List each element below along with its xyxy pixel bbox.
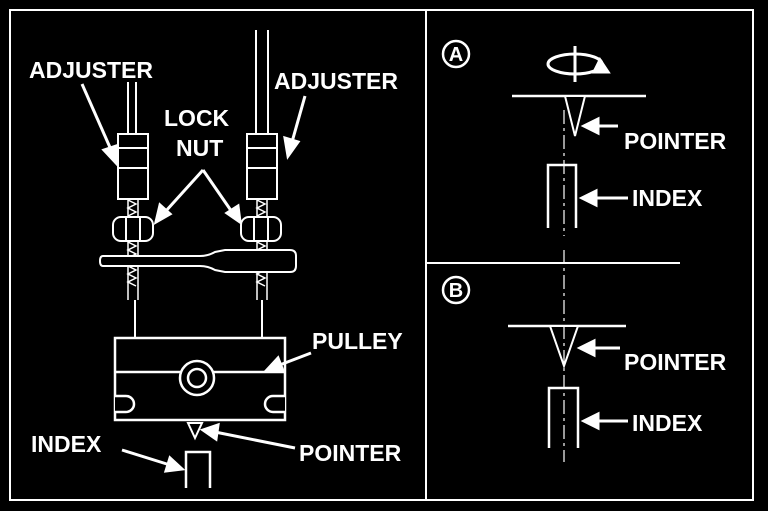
right-adjuster-sleeve	[246, 133, 278, 200]
pointer-a-label: POINTER	[624, 128, 727, 154]
panel-a-arrows	[578, 116, 628, 208]
circle-a-label: A	[449, 44, 463, 66]
pointer-main-label: POINTER	[299, 440, 402, 466]
circle-b-badge	[441, 275, 471, 305]
circle-b-label: B	[449, 280, 463, 302]
main-index	[184, 450, 212, 488]
inner-cables	[134, 300, 263, 338]
left-lock-nut	[112, 216, 154, 242]
right-lock-nut	[240, 216, 282, 242]
rotation-arrow-icon	[546, 46, 611, 82]
lock-label: LOCK	[164, 105, 230, 131]
left-cable	[127, 82, 137, 134]
pulley-label: PULLEY	[312, 328, 403, 354]
index-b-label: INDEX	[632, 410, 703, 436]
index-a-label: INDEX	[632, 185, 703, 211]
panel-b-arrows	[576, 338, 628, 431]
index-main-label: INDEX	[31, 431, 102, 457]
right-cable	[255, 30, 269, 134]
pointer-b-label: POINTER	[624, 349, 727, 375]
left-threaded-rod	[126, 199, 139, 300]
pointer-a-tip	[563, 95, 587, 137]
index-a	[546, 163, 578, 228]
circle-a-badge	[441, 39, 471, 69]
adjuster-left-label: ADJUSTER	[29, 57, 153, 83]
cable-bracket	[98, 249, 297, 273]
adjuster-right-label: ADJUSTER	[274, 68, 398, 94]
main-pointer	[186, 422, 204, 441]
left-adjuster-sleeve	[117, 133, 149, 200]
left-panel-arrows	[80, 83, 312, 473]
nut-label: NUT	[176, 135, 223, 161]
diagram-frame	[9, 9, 754, 501]
pulley	[113, 336, 287, 422]
